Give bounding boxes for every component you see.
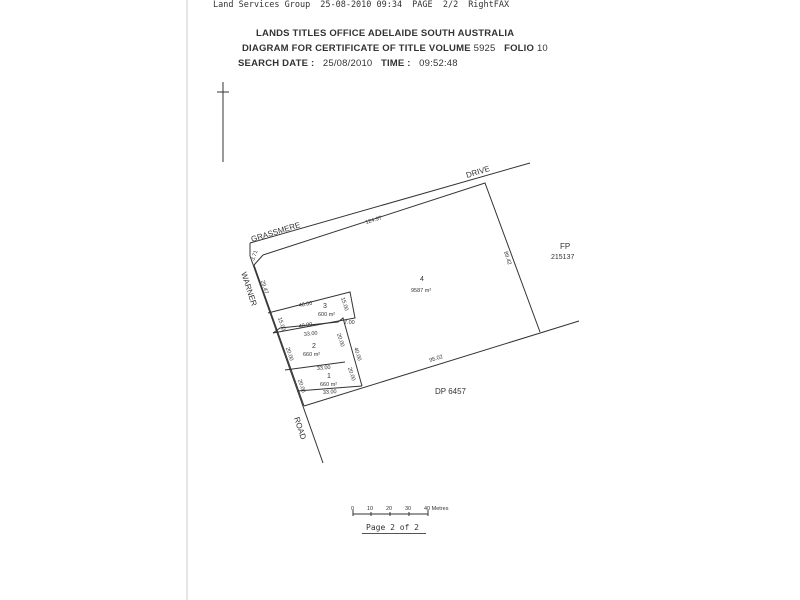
time-label: TIME : [380,58,411,69]
dim-lot2-left: 20.00 [284,347,294,362]
road-name-grassmere: GRASSMERE [250,220,302,244]
fax-datetime: 25-08-2010 09:34 [320,0,403,10]
dim-lot3-left: 15.00 [276,317,286,332]
folio-value: 10 [536,43,548,54]
corner-truncation [253,254,264,266]
parcel-west-boundary [253,264,305,407]
page-footer: Page 2 of 2 [366,523,419,532]
search-line: SEARCH DATE : 25/08/2010 TIME : 09:52:48 [238,58,458,69]
lot2-boundary [272,317,363,387]
lot3-boundary [267,291,356,334]
office-title: LANDS TITLES OFFICE ADELAIDE SOUTH AUSTR… [256,28,515,39]
dim-lot3-right: 15.00 [339,297,349,312]
fp-number: 215137 [551,254,574,261]
dim-east: 89.42 [502,251,512,266]
dim-lot2-right: 20.00 [335,333,345,348]
volume-value: 5925 [473,43,496,54]
dim-lot2-east: 40.00 [352,347,362,362]
dp-label: DP 6457 [435,387,467,396]
scale-label-10: 10 [367,506,373,512]
dim-south: 95.02 [429,354,444,364]
lot4-area: 9587 m² [411,288,431,294]
scale-label-20: 20 [386,506,392,512]
dim-lot2-top: 33.00 [304,331,318,338]
north-arrow-icon [217,82,229,162]
dim-north: 124.97 [365,215,383,226]
lot3-area: 600 m² [318,312,335,318]
dim-lot3-bottom: 40.00 [298,322,313,330]
fax-sender: Land Services Group [213,0,311,10]
parcel-south-boundary [303,320,580,407]
drive-frontage-line [249,162,531,244]
fax-service: RightFAX [468,0,510,10]
lot2-number: 2 [312,343,316,350]
dim-west-upper: 29.47 [259,280,269,295]
folio-label: FOLIO [504,43,535,54]
dim-lot1-bottom: 33.00 [323,389,337,396]
page-edge [186,0,188,600]
dim-lot1-right: 20.00 [346,367,356,382]
road-name-road: ROAD [292,416,308,441]
fax-page: PAGE 2/2 [412,0,459,10]
lot1-lower-line [296,385,363,392]
lot1-area: 660 m² [320,382,337,388]
lot2-lower-line [284,361,346,371]
search-date-label: SEARCH DATE : [238,58,315,69]
road-name-warner: WARNER [239,271,259,308]
page-footer-underline [362,533,426,534]
road-frontage-line [249,255,324,464]
lot2-area: 660 m² [303,352,320,358]
fax-header: Land Services Group 25-08-2010 09:34 PAGE … [213,0,519,10]
fp-label: FP [560,242,570,251]
dim-corner: 3.71 [250,250,259,262]
lot4-number: 4 [420,276,424,283]
parcel-north-boundary [262,182,541,333]
diagram-title: DIAGRAM FOR CERTIFICATE OF TITLE VOLUME … [242,43,548,54]
lot3-number: 3 [323,303,327,310]
time-value: 09:52:48 [419,58,458,69]
scale-label-0: 0 [351,506,354,512]
diagram-label: DIAGRAM FOR CERTIFICATE OF TITLE VOLUME [242,43,471,54]
scale-label-30: 30 [405,506,411,512]
dim-lot3-top: 40.00 [298,301,313,309]
lot1-number: 1 [327,373,331,380]
dim-lot1-top: 33.00 [317,365,331,372]
dim-lot2-small: 7.00 [344,320,355,326]
dim-lot1-left: 20.00 [296,379,306,394]
search-date-value: 25/08/2010 [322,58,373,69]
scale-label-40: 40 Metres [424,506,449,512]
